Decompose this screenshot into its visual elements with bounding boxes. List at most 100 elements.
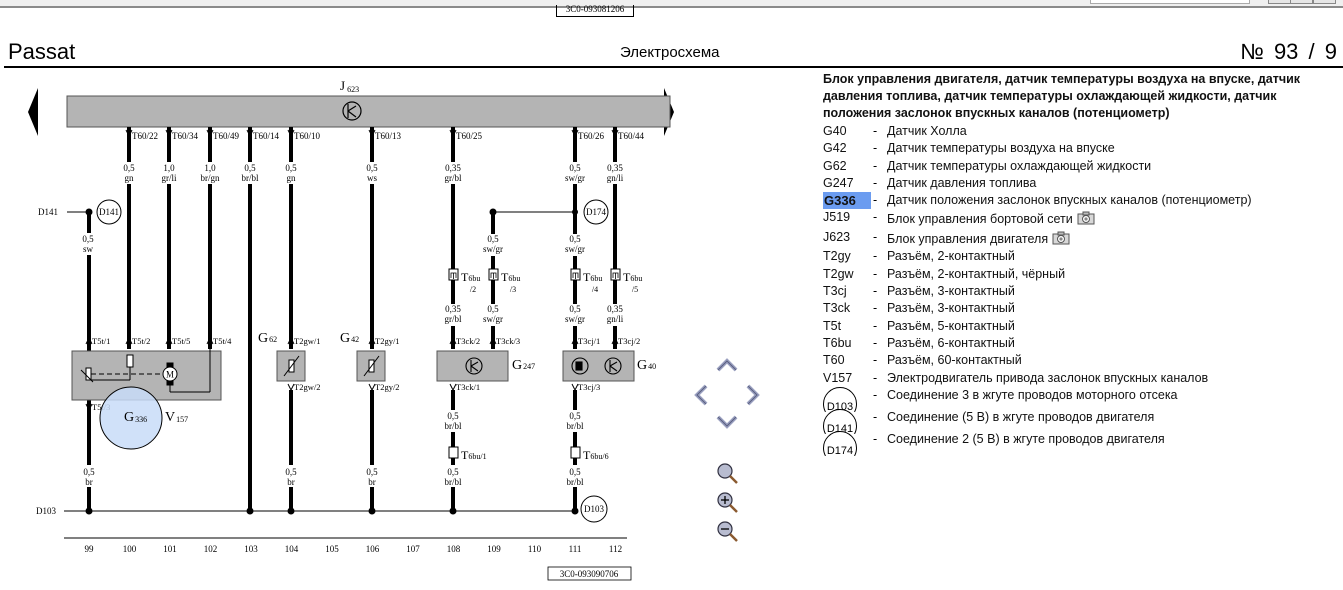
wire-size: 0,5 xyxy=(285,163,297,173)
legend-code[interactable]: T3ck xyxy=(823,301,851,316)
car-model: Passat xyxy=(8,39,76,64)
header-divider xyxy=(4,66,1343,68)
legend-dash: - xyxy=(873,229,878,244)
legend-code[interactable]: G62 xyxy=(823,158,847,173)
wire-size: 0,5 xyxy=(487,234,499,244)
pin-label: T60/25 xyxy=(456,131,482,141)
pin-arrow-icon xyxy=(165,129,173,138)
connection-symbol: D174 xyxy=(823,430,857,456)
legend-dash: - xyxy=(873,175,878,190)
toolbar-button[interactable] xyxy=(1313,0,1336,4)
pin-label: T60/22 xyxy=(132,131,158,141)
legend-dash: - xyxy=(873,141,878,156)
legend-desc: Разъём, 3-контактный xyxy=(887,284,1015,299)
t6bu-connector-label: T6bu/6 xyxy=(583,448,609,462)
wire-size: 0,5 xyxy=(123,163,135,173)
legend-item: G247 -Датчик давления топлива xyxy=(823,175,1343,192)
column-number: 99 xyxy=(85,544,95,554)
legend-code[interactable]: T6bu xyxy=(823,335,852,350)
pin-label: T60/49 xyxy=(213,131,239,141)
legend-desc: Датчик давления топлива xyxy=(887,175,1037,190)
v157-label: V157 xyxy=(165,410,188,425)
legend-code[interactable]: J623 xyxy=(823,229,851,244)
pan-up-button[interactable] xyxy=(715,357,739,373)
d103-circle xyxy=(580,495,608,523)
legend-dash: - xyxy=(873,210,878,225)
legend-desc: Соединение (5 В) в жгуте проводов двигат… xyxy=(887,409,1155,424)
prev-page-arrow[interactable] xyxy=(28,88,38,136)
zoom-fit-button[interactable] xyxy=(716,462,740,486)
g336-highlight-circle xyxy=(99,386,163,450)
toolbar-button[interactable] xyxy=(1290,0,1313,4)
legend-desc: Датчик температуры охлаждающей жидкости xyxy=(887,158,1152,173)
g40-label: G40 xyxy=(637,358,656,373)
camera-icon[interactable] xyxy=(1052,231,1070,250)
legend-dash: - xyxy=(873,124,878,138)
wire-color: br xyxy=(368,477,376,487)
pin-label: T5t/3 xyxy=(92,402,110,412)
t6bu-connector-label: T6bu/1 xyxy=(461,448,487,462)
column-number: 105 xyxy=(325,544,339,554)
legend-item: T3ck-Разъём, 3-контактный xyxy=(823,300,1343,317)
d174-junction-left xyxy=(489,208,497,216)
wire-color: gn xyxy=(125,173,135,183)
toolbar-button[interactable] xyxy=(1268,0,1291,4)
connection-symbol: D141 xyxy=(823,408,857,434)
wire-size: 0,5 xyxy=(569,411,581,421)
t6bu-pin-label: /4 xyxy=(592,285,598,294)
motor-symbol-label: M xyxy=(166,370,174,380)
legend-item: J623-Блок управления двигателя xyxy=(823,229,1343,249)
t6bu-connector-label: T6bu xyxy=(623,270,642,284)
pin-label: T60/44 xyxy=(618,131,644,141)
wire-color: br xyxy=(287,477,295,487)
legend-code[interactable]: T2gy xyxy=(823,249,851,264)
legend-code[interactable]: T60 xyxy=(823,353,845,368)
pin-arrow-icon xyxy=(287,383,295,392)
wire-size: 0,5 xyxy=(569,304,581,314)
wire-color: br/bl xyxy=(445,477,462,487)
legend-code[interactable]: V157 xyxy=(823,370,853,385)
legend-code[interactable]: T5t xyxy=(823,318,842,333)
g336-label: G336 xyxy=(124,410,147,425)
zoom-out-button[interactable] xyxy=(716,520,740,544)
wire-color: sw xyxy=(83,244,94,254)
pin-label: T5t/5 xyxy=(172,336,190,346)
toolbar-input[interactable] xyxy=(1090,0,1250,4)
pan-left-button[interactable] xyxy=(693,383,709,407)
legend-item: T60-Разъём, 60-контактный xyxy=(823,352,1343,369)
legend-desc: Электродвигатель привода заслонок впускн… xyxy=(887,370,1209,385)
camera-icon[interactable] xyxy=(1077,211,1095,230)
pin-arrow-icon xyxy=(246,129,254,138)
pin-label: T2gw/1 xyxy=(294,336,320,346)
pin-label: T3ck/3 xyxy=(496,336,520,346)
pin-label: T3cj/3 xyxy=(578,382,600,392)
page-title: Электросхема xyxy=(620,44,720,61)
pin-label: T5t/4 xyxy=(213,336,232,346)
legend-code[interactable]: J519 xyxy=(823,210,851,225)
legend-dash: - xyxy=(873,370,878,385)
legend-code[interactable]: T2gw xyxy=(823,266,854,281)
legend-dash: - xyxy=(873,158,878,173)
pan-down-button[interactable] xyxy=(715,414,739,430)
legend-code[interactable]: G247 xyxy=(823,175,854,190)
legend-code[interactable]: G40 xyxy=(823,124,847,138)
legend-dash: - xyxy=(873,335,878,350)
g40-component-box xyxy=(562,350,635,382)
d103-circle-label: D103 xyxy=(584,504,604,514)
wire-color: sw/gr xyxy=(483,314,503,324)
legend-code[interactable]: G336 xyxy=(823,192,871,210)
legend-code[interactable]: T3cj xyxy=(823,284,847,299)
legend-dash: - xyxy=(873,353,878,368)
pin-label: T60/13 xyxy=(375,131,401,141)
bottom-code-box xyxy=(547,566,632,581)
legend-code[interactable]: G42 xyxy=(823,141,847,156)
legend-dash: - xyxy=(873,266,878,281)
column-number: 107 xyxy=(406,544,420,554)
pin-label: T60/14 xyxy=(253,131,279,141)
zoom-in-button[interactable] xyxy=(716,491,740,515)
pin-arrow-icon xyxy=(85,403,93,412)
previous-page-code: 3C0-093081206 xyxy=(556,5,634,17)
pan-right-button[interactable] xyxy=(745,383,761,407)
j623-symbol-icon xyxy=(342,101,362,121)
